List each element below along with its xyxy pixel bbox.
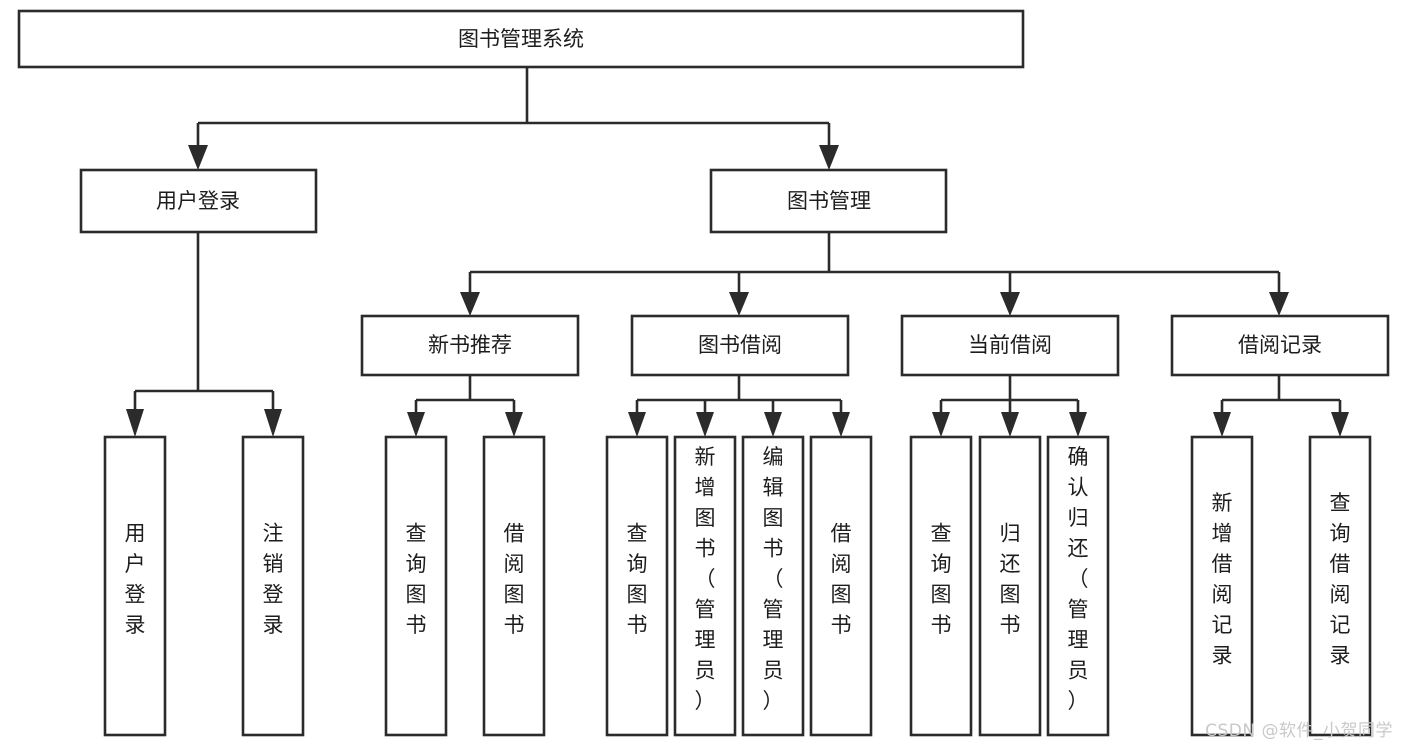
arrow-head-icon (505, 412, 523, 437)
node-borrow-record-box[interactable] (1170, 314, 1390, 377)
node-book-management-box[interactable] (709, 168, 948, 234)
arrow-head-icon (1069, 412, 1087, 437)
node-leaf-add-book-admin-box[interactable] (673, 435, 737, 737)
node-user-login[interactable]: 用户登录 (79, 168, 318, 234)
arrow-head-icon (1000, 292, 1020, 316)
node-leaf-edit-book-admin[interactable]: 编辑图书（管理员） (741, 435, 805, 737)
node-borrow-record[interactable]: 借阅记录 (1170, 314, 1390, 377)
node-root-system-label: 图书管理系统 (458, 27, 584, 51)
node-new-book-recommend-label: 新书推荐 (428, 333, 512, 357)
node-leaf-return-book-label: 归还图书 (1000, 521, 1021, 637)
node-current-borrow[interactable]: 当前借阅 (900, 314, 1120, 377)
node-book-borrow[interactable]: 图书借阅 (630, 314, 850, 377)
node-new-book-recommend-box[interactable] (360, 314, 580, 377)
node-root-system[interactable]: 图书管理系统 (17, 9, 1025, 69)
node-leaf-borrow-book-label: 借阅图书 (831, 521, 852, 637)
arrow-head-icon (1269, 292, 1289, 316)
node-user-login-label: 用户登录 (156, 189, 240, 213)
node-leaf-add-book-admin[interactable]: 新增图书（管理员） (673, 435, 737, 737)
node-leaf-query-book-recommend-box[interactable] (384, 435, 448, 737)
node-leaf-query-book-current-box[interactable] (909, 435, 973, 737)
node-leaf-confirm-return-admin-label: 确认归还（管理员） (1068, 445, 1089, 713)
node-leaf-query-book-current[interactable]: 查询图书 (909, 435, 973, 737)
node-leaf-query-book-current-label: 查询图书 (931, 521, 952, 637)
connector-group-new-book-to-leaves (407, 375, 523, 437)
node-leaf-borrow-book[interactable]: 借阅图书 (809, 435, 873, 737)
node-new-book-recommend[interactable]: 新书推荐 (360, 314, 580, 377)
connector-group-book-borrow-to-leaves (628, 375, 850, 437)
arrow-head-icon (126, 409, 144, 437)
connector-group-current-borrow-to-leaves (932, 375, 1087, 437)
node-leaf-borrow-book-recommend[interactable]: 借阅图书 (482, 435, 546, 737)
node-leaf-add-borrow-record-label: 新增借阅记录 (1212, 491, 1233, 668)
arrow-head-icon (1213, 412, 1231, 437)
csdn-watermark: CSDN @软件_小贺同学 (1205, 721, 1393, 741)
node-leaf-query-book-borrow-label: 查询图书 (627, 521, 648, 637)
node-leaf-borrow-book-box[interactable] (809, 435, 873, 737)
arrow-head-icon (729, 292, 749, 316)
node-leaf-query-borrow-record-box[interactable] (1308, 435, 1372, 737)
node-leaf-query-borrow-record-label: 查询借阅记录 (1330, 491, 1351, 668)
node-leaf-return-book-box[interactable] (978, 435, 1042, 737)
arrow-head-icon (1001, 412, 1019, 437)
node-leaf-query-book-borrow[interactable]: 查询图书 (605, 435, 669, 737)
arrow-head-icon (264, 409, 282, 437)
node-leaf-borrow-book-recommend-label: 借阅图书 (504, 521, 525, 637)
node-leaf-confirm-return-admin-box[interactable] (1046, 435, 1110, 737)
node-leaf-add-borrow-record[interactable]: 新增借阅记录 (1190, 435, 1254, 737)
node-leaf-add-book-admin-label: 新增图书（管理员） (695, 445, 716, 713)
arrow-head-icon (932, 412, 950, 437)
arrow-head-icon (628, 412, 646, 437)
node-leaf-logout-box[interactable] (241, 435, 305, 737)
node-leaf-query-book-recommend-label: 查询图书 (406, 521, 427, 637)
node-leaf-edit-book-admin-box[interactable] (741, 435, 805, 737)
arrow-head-icon (819, 145, 839, 170)
node-root-system-box[interactable] (17, 9, 1025, 69)
node-leaf-add-borrow-record-box[interactable] (1190, 435, 1254, 737)
node-leaf-borrow-book-recommend-box[interactable] (482, 435, 546, 737)
node-leaf-query-book-borrow-box[interactable] (605, 435, 669, 737)
arrow-head-icon (188, 145, 208, 170)
node-book-management[interactable]: 图书管理 (709, 168, 948, 234)
node-leaf-query-borrow-record[interactable]: 查询借阅记录 (1308, 435, 1372, 737)
node-leaf-logout-label: 注销登录 (263, 521, 284, 637)
node-book-management-label: 图书管理 (787, 189, 871, 213)
arrow-head-icon (460, 292, 480, 316)
connector-group-borrow-record-to-leaves (1213, 375, 1349, 437)
node-leaf-user-login[interactable]: 用户登录 (103, 435, 167, 737)
node-borrow-record-label: 借阅记录 (1238, 333, 1322, 357)
node-current-borrow-box[interactable] (900, 314, 1120, 377)
node-user-login-box[interactable] (79, 168, 318, 234)
arrow-head-icon (764, 412, 782, 437)
arrow-head-icon (407, 412, 425, 437)
arrow-head-icon (832, 412, 850, 437)
connector-group-book-mgmt-to-level3 (460, 232, 1289, 316)
node-leaf-return-book[interactable]: 归还图书 (978, 435, 1042, 737)
node-book-borrow-box[interactable] (630, 314, 850, 377)
node-current-borrow-label: 当前借阅 (968, 333, 1052, 357)
node-leaf-query-book-recommend[interactable]: 查询图书 (384, 435, 448, 737)
arrow-head-icon (696, 412, 714, 437)
node-book-borrow-label: 图书借阅 (698, 333, 782, 357)
node-leaf-user-login-box[interactable] (103, 435, 167, 737)
node-leaf-edit-book-admin-label: 编辑图书（管理员） (763, 445, 784, 713)
connector-group-root-to-level2 (188, 67, 839, 170)
arrow-head-icon (1331, 412, 1349, 437)
node-leaf-logout[interactable]: 注销登录 (241, 435, 305, 737)
node-leaf-confirm-return-admin[interactable]: 确认归还（管理员） (1046, 435, 1110, 737)
node-leaf-user-login-label: 用户登录 (125, 521, 146, 637)
connector-group-user-login-to-leaves (126, 232, 282, 437)
